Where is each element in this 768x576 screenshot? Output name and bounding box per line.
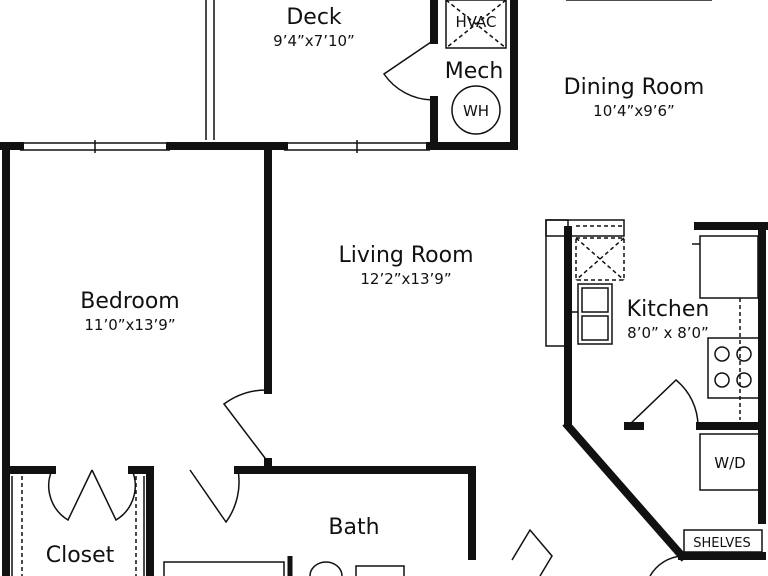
deck-dimensions: 9’4”x7’10” xyxy=(273,32,355,50)
washer-dryer-label: W/D xyxy=(714,454,745,472)
kitchen-fixtures xyxy=(545,219,763,553)
door-swings xyxy=(48,39,699,576)
dining-room-dimensions: 10’4”x9’6” xyxy=(593,102,675,120)
mech-label: Mech xyxy=(445,59,504,84)
water-heater-label: WH xyxy=(463,102,489,120)
bath-fixtures xyxy=(163,528,553,576)
mech-fixtures xyxy=(445,0,507,135)
hvac-label: HVAC xyxy=(455,13,496,31)
living-room-label: Living Room xyxy=(338,243,473,268)
thin-lines xyxy=(11,0,712,576)
bedroom-label: Bedroom xyxy=(80,289,180,314)
dining-room-label: Dining Room xyxy=(564,75,705,100)
shelves-label: SHELVES xyxy=(693,536,750,551)
deck-label: Deck xyxy=(286,5,342,30)
closet-label: Closet xyxy=(46,543,115,568)
bath-label: Bath xyxy=(328,515,379,540)
bedroom-dimensions: 11’0”x13’9” xyxy=(84,316,175,334)
living-room-dimensions: 12’2”x13’9” xyxy=(360,270,451,288)
kitchen-dimensions: 8’0” x 8’0” xyxy=(627,324,709,342)
kitchen-label: Kitchen xyxy=(627,297,710,322)
